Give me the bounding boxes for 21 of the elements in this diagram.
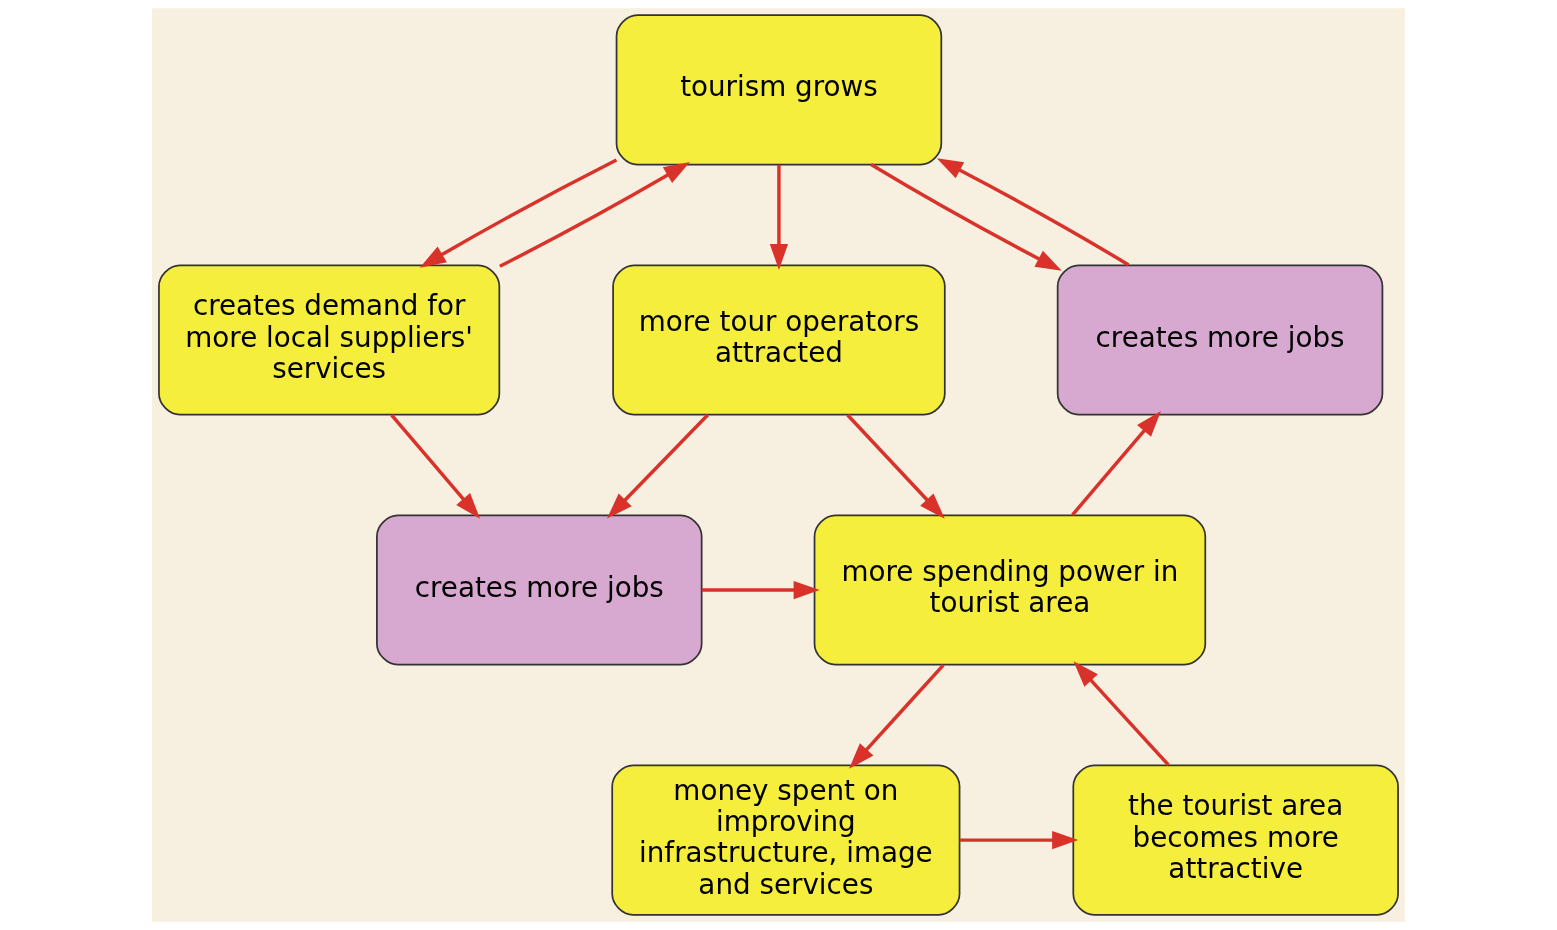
node-box: creates more jobs <box>1056 264 1384 416</box>
node-box: creates demand for more local suppliers' services <box>158 264 501 416</box>
node-box: tourism grows <box>615 14 943 166</box>
arrow <box>846 413 945 519</box>
arrow <box>1071 411 1161 516</box>
arrow <box>849 663 945 769</box>
arrow <box>702 580 820 600</box>
node-box: more tour operators attracted <box>612 264 946 416</box>
arrow <box>1073 661 1170 767</box>
node-box: the tourist area becomes more attractive <box>1072 764 1399 916</box>
arrow <box>419 158 618 268</box>
node-box: money spent on improving infrastructure, image and services <box>611 764 961 916</box>
arrow <box>607 413 709 519</box>
arrow <box>769 164 789 270</box>
arrow <box>870 163 1062 271</box>
arrow <box>959 831 1079 850</box>
node-box: creates more jobs <box>376 514 703 666</box>
arrow <box>499 161 690 268</box>
arrow <box>390 413 481 519</box>
node-box: more spending power in tourist area <box>813 514 1207 666</box>
arrow <box>936 158 1130 267</box>
